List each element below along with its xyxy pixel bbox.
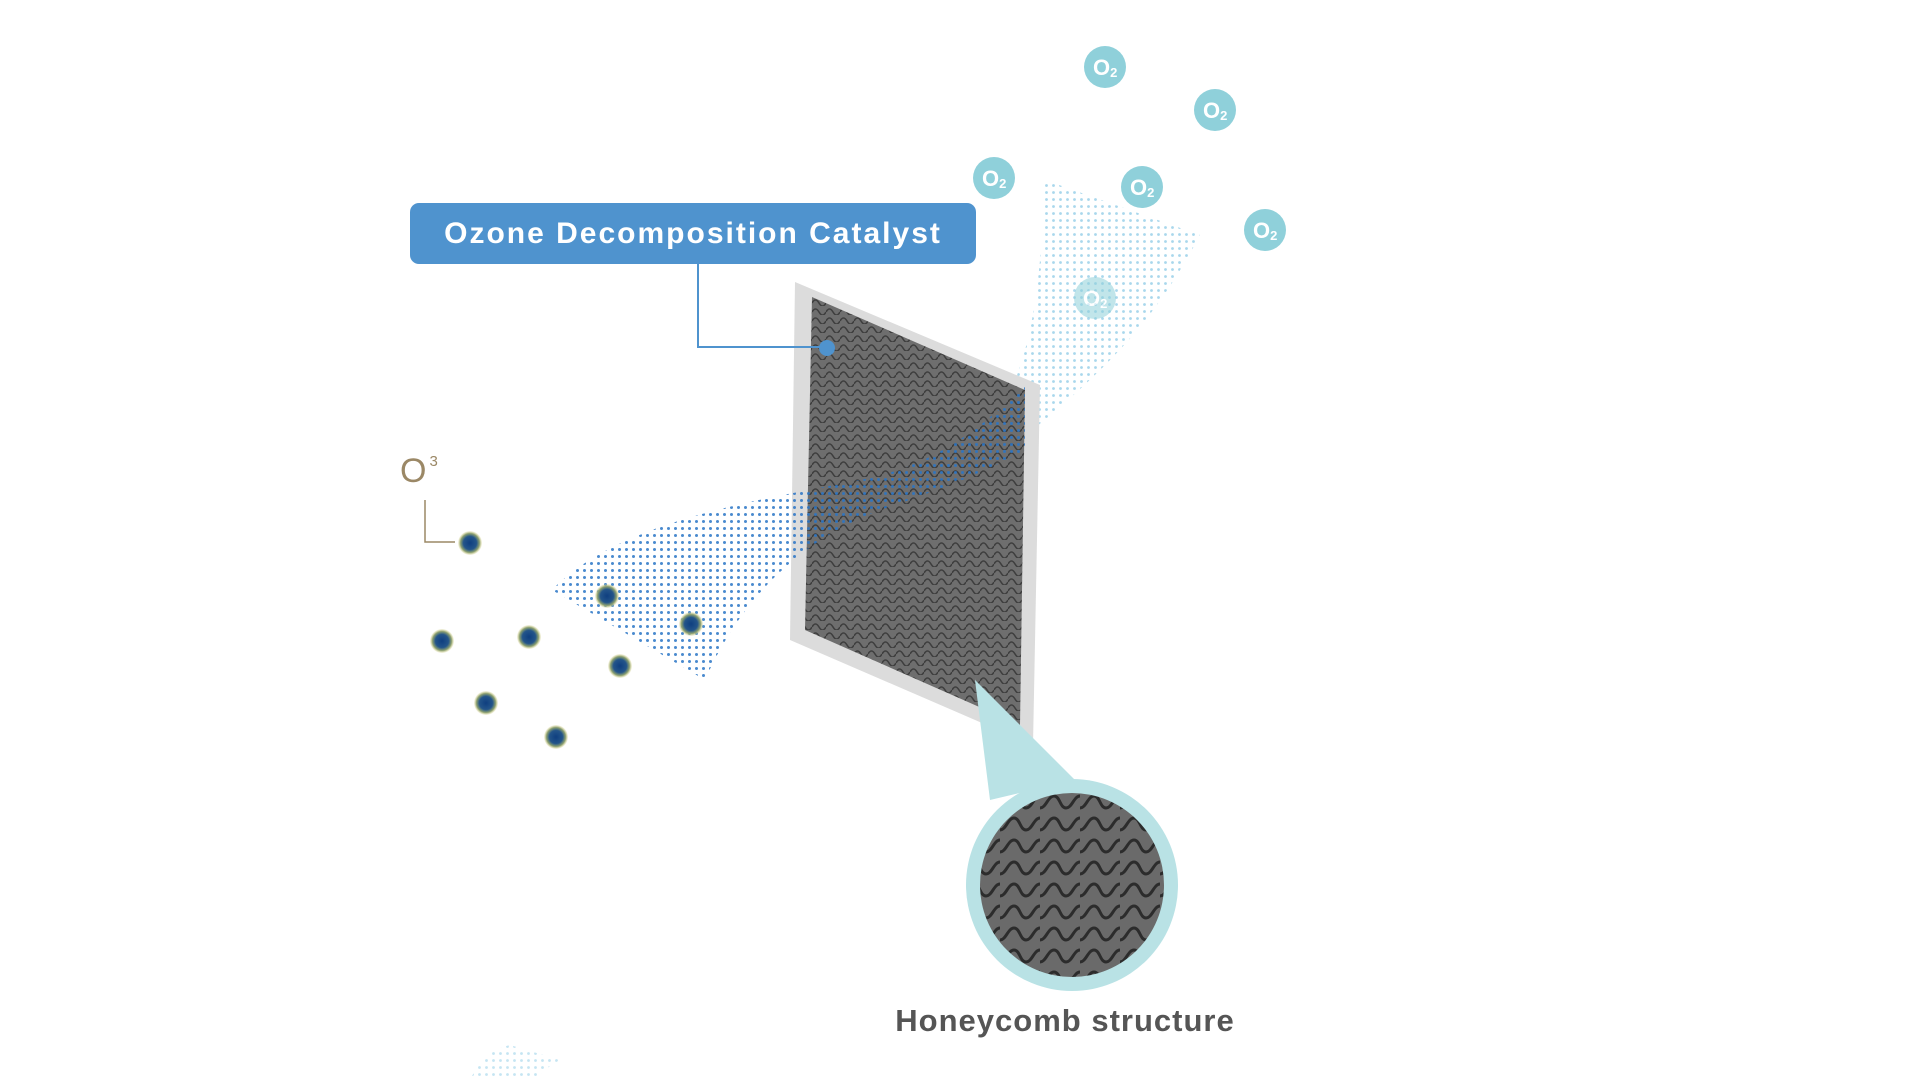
oxygen-molecule-icon: O2 [1074, 277, 1116, 319]
airflow-faint-stream [470, 1045, 560, 1080]
ozone-molecule-icon [608, 654, 632, 678]
ozone-molecule-icon [544, 725, 568, 749]
label-leader-line [697, 264, 826, 348]
ozone-label-leader [424, 500, 455, 543]
oxygen-molecule-circle [973, 157, 1015, 199]
honeycomb-caption: Honeycomb structure [895, 1003, 1235, 1038]
ozone-label-superscript: 3 [429, 453, 438, 470]
ozone-molecule-icon [430, 629, 454, 653]
oxygen-molecule-icon: O2 [1121, 166, 1163, 208]
oxygen-molecule-circle [1121, 166, 1163, 208]
ozone-molecule-icon [474, 691, 498, 715]
filter-honeycomb-surface [805, 297, 1025, 725]
ozone-molecule-icon [595, 584, 619, 608]
airflow-in-stream [552, 385, 1025, 680]
ozone-molecule-icon [679, 612, 703, 636]
oxygen-molecule-icon: O2 [1244, 209, 1286, 251]
oxygen-molecule-icon: O2 [973, 157, 1015, 199]
oxygen-molecule-label: O2 [1253, 218, 1277, 243]
oxygen-molecule-label: O2 [1130, 175, 1154, 200]
oxygen-molecule-label: O2 [982, 166, 1006, 191]
oxygen-molecule-label: O2 [1203, 98, 1227, 123]
ozone-molecules [430, 531, 703, 749]
oxygen-molecule-circle [1244, 209, 1286, 251]
oxygen-molecule-circle [1084, 46, 1126, 88]
oxygen-molecule-label: O2 [1093, 55, 1117, 80]
oxygen-molecule-icon: O2 [1194, 89, 1236, 131]
zoom-callout-wedge [975, 680, 1075, 800]
catalyst-label: Ozone Decomposition Catalyst [410, 203, 976, 264]
ozone-label-base: O [400, 452, 427, 490]
oxygen-molecule-icon: O2 [1084, 46, 1126, 88]
zoom-honeycomb-detail [980, 793, 1164, 977]
oxygen-molecule-circle [1194, 89, 1236, 131]
ozone-molecule-icon [517, 625, 541, 649]
label-leader-dot [819, 340, 835, 356]
oxygen-molecule-label: O2 [1083, 286, 1107, 311]
oxygen-molecule-circle [1074, 277, 1116, 319]
ozone-molecule-icon [458, 531, 482, 555]
